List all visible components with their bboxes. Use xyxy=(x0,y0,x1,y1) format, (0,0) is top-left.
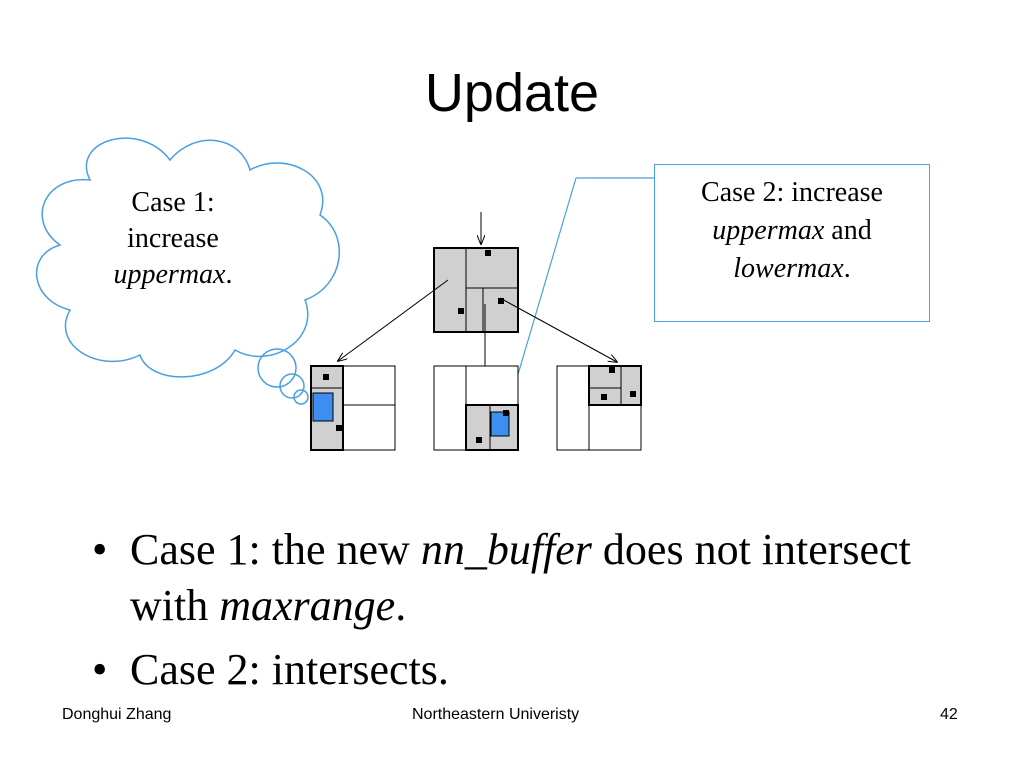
child-node-left xyxy=(310,365,396,451)
bullet-marker: • xyxy=(92,525,108,574)
callout-line-1: Case 2: increase xyxy=(701,177,883,208)
bullet-1-pre: Case 1: the new xyxy=(130,525,421,574)
bullet-item-1: • Case 1: the new nn_buffer does not int… xyxy=(92,522,972,634)
cloud-line-1: Case 1: xyxy=(131,187,215,218)
arrow-right xyxy=(499,297,617,362)
cloud-tail: . xyxy=(225,259,233,290)
root-node xyxy=(433,212,519,333)
cloud-line-3: uppermax. xyxy=(88,257,258,293)
callout-tail-1: and xyxy=(824,215,872,246)
callout-italic-2: lowermax xyxy=(733,253,844,284)
callout-italic-1: uppermax xyxy=(712,215,825,246)
callout-box xyxy=(654,164,930,322)
callout-text: Case 2: increase uppermax and lowermax. xyxy=(654,174,930,288)
arrow-left xyxy=(338,279,449,361)
callout-line-3: lowermax. xyxy=(654,250,930,288)
bullet-list: • Case 1: the new nn_buffer does not int… xyxy=(92,522,972,706)
slide-title: Update xyxy=(424,63,600,123)
footer-author: Donghui Zhang xyxy=(62,706,172,723)
callout-tail-2: . xyxy=(843,253,851,284)
thought-cloud xyxy=(35,137,341,405)
bullet-item-2: • Case 2: intersects. xyxy=(92,642,972,698)
child-node-right xyxy=(556,365,642,451)
bullet-1-tail: . xyxy=(395,581,407,630)
footer-institution: Northeastern Univeristy xyxy=(412,706,580,723)
bullet-2-text: Case 2: intersects. xyxy=(130,645,449,694)
bullet-1-mid: does not intersect with xyxy=(130,525,911,630)
bullet-1-italic-1: nn_buffer xyxy=(420,525,592,574)
bullet-1-italic-2: maxrange xyxy=(219,581,396,630)
footer-page-number: 42 xyxy=(940,706,958,723)
cloud-line-2: increase xyxy=(127,223,219,254)
bullet-marker: • xyxy=(92,645,108,694)
cloud-text: Case 1: increase uppermax. xyxy=(88,185,258,293)
cloud-italic: uppermax xyxy=(113,259,226,290)
child-node-middle xyxy=(433,365,519,451)
callout-line-2: uppermax and xyxy=(654,212,930,250)
